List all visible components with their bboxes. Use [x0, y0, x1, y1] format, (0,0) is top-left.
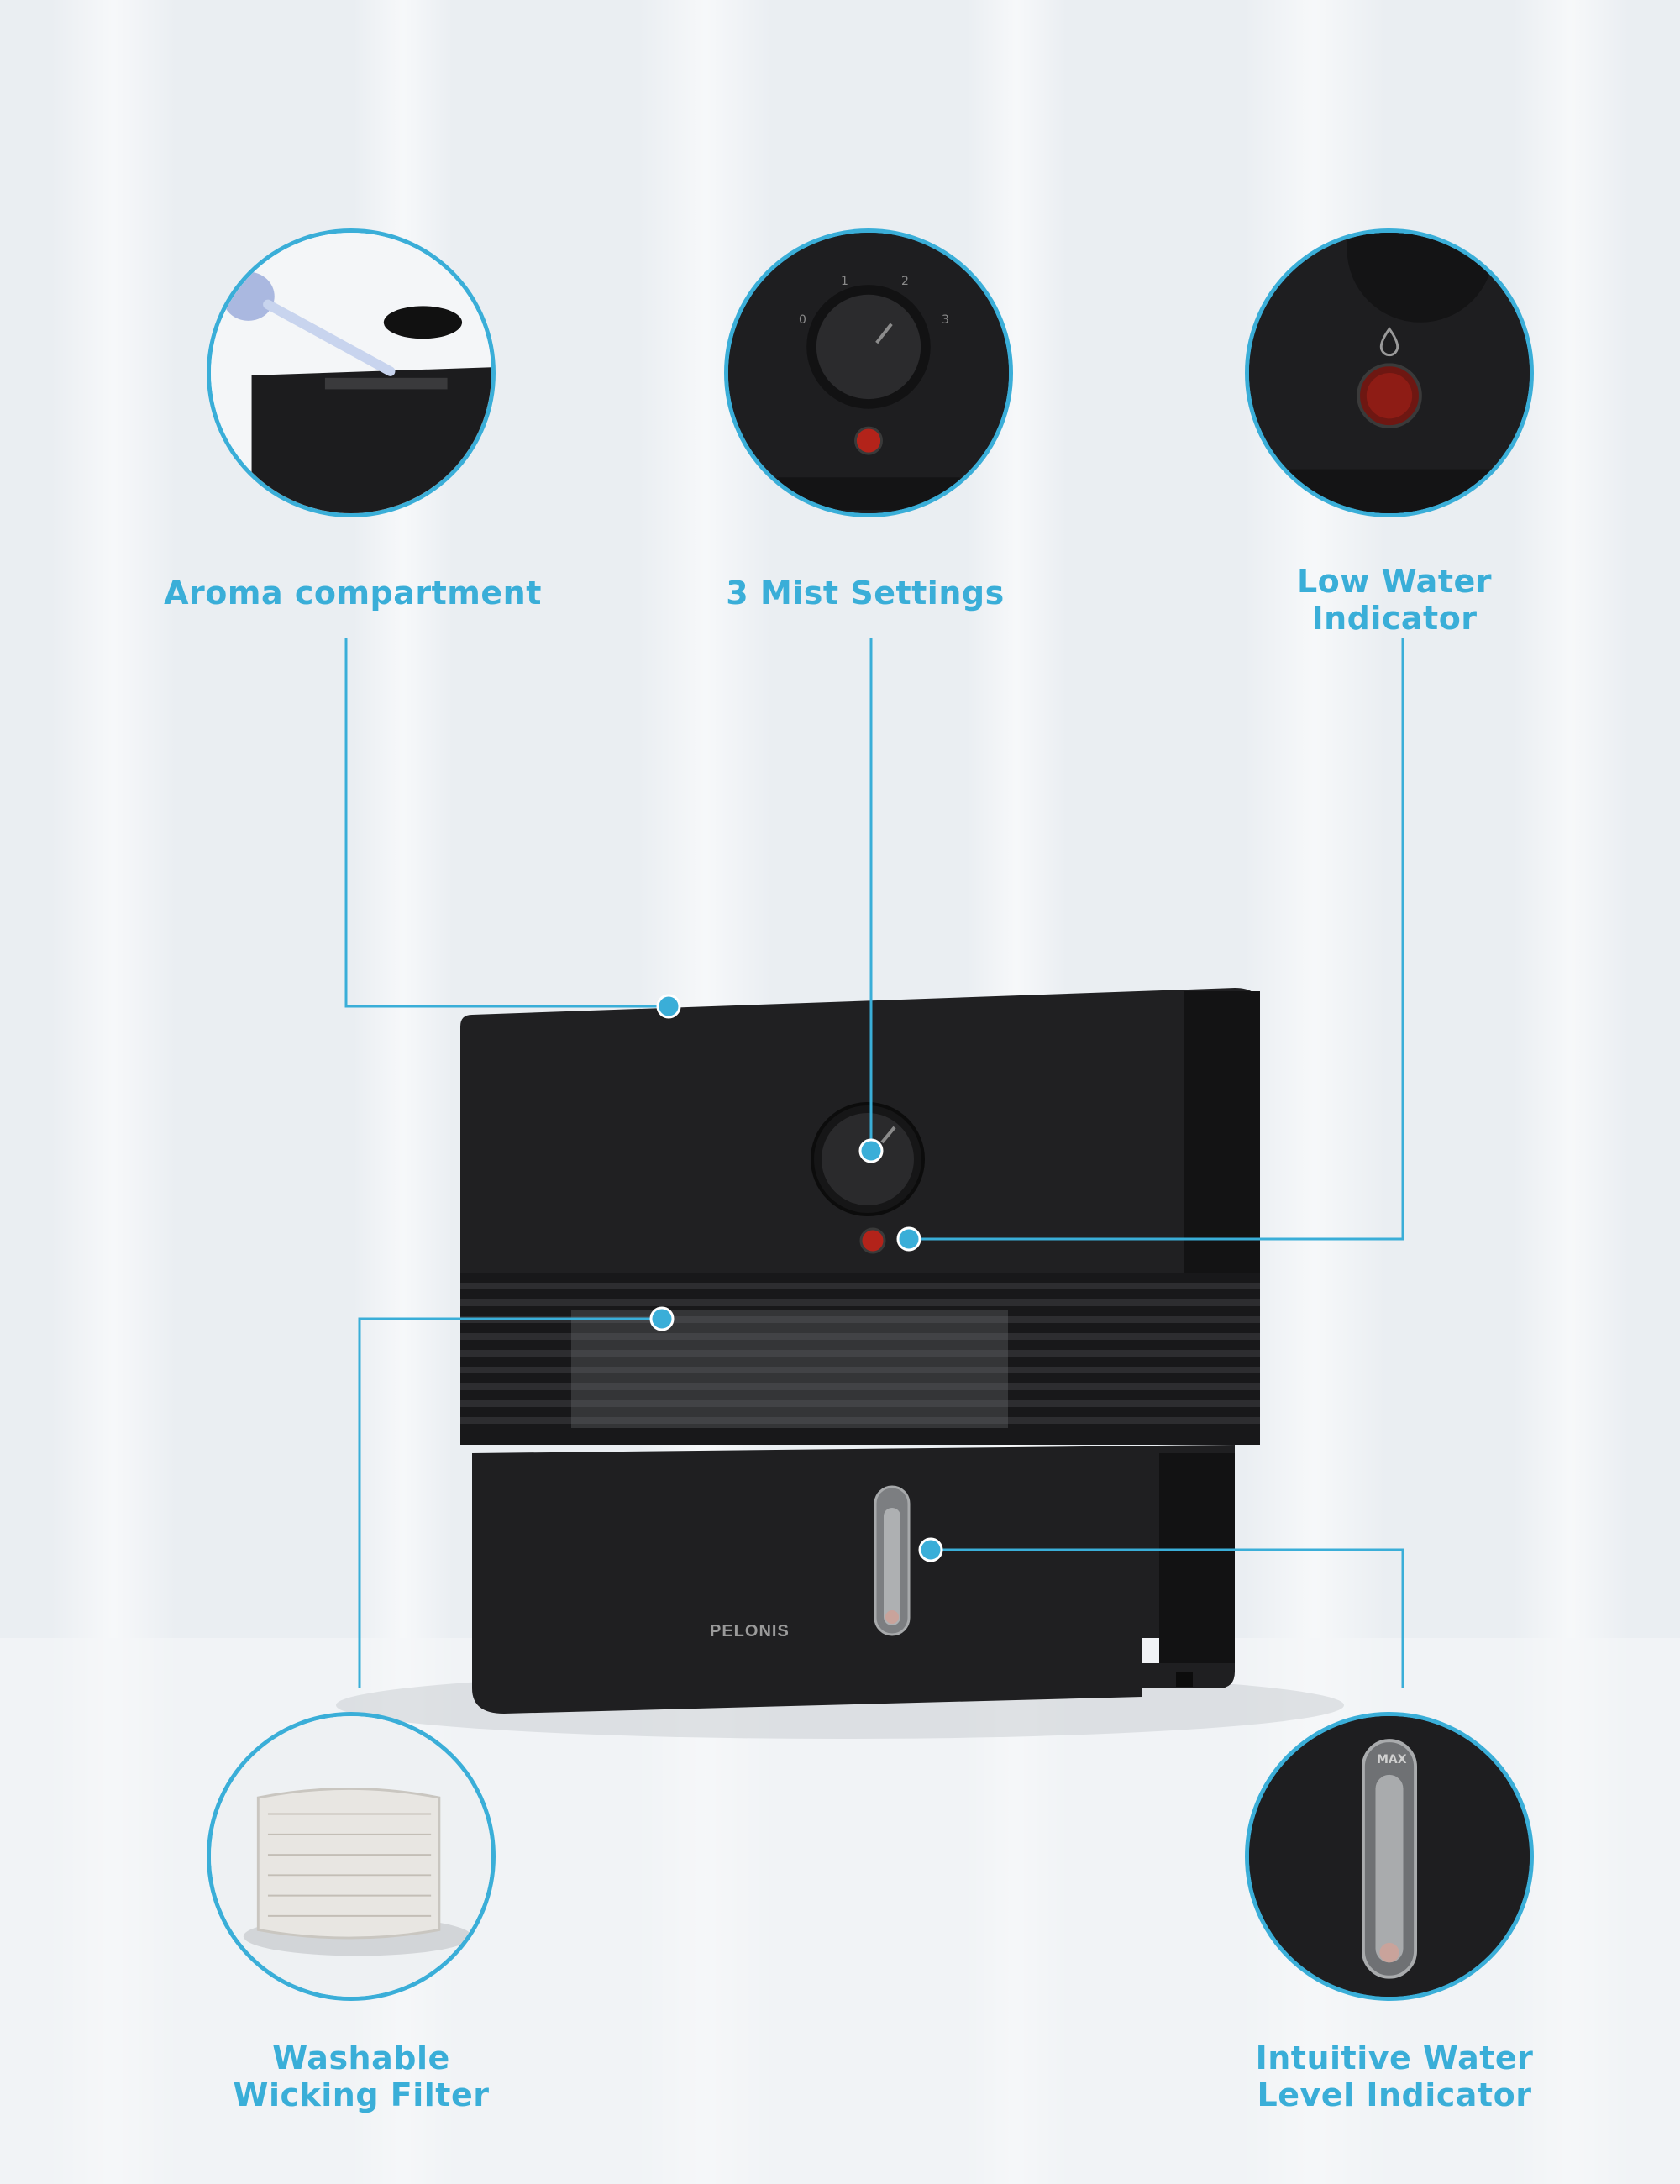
aroma-compartment-label: Aroma compartment	[164, 575, 542, 612]
mist-settings-label: 3 Mist Settings	[726, 575, 1005, 612]
aroma-dropper-icon	[211, 233, 491, 513]
dial-closeup	[728, 233, 1009, 513]
water-drop-icon	[1379, 327, 1399, 357]
level-detail-circle: MAX	[1245, 1712, 1534, 2001]
aroma-detail-circle	[207, 228, 496, 517]
dial-mark-3: 3	[942, 313, 949, 327]
dial-mark-2: 2	[901, 275, 909, 288]
low-water-detail-circle	[1245, 228, 1534, 517]
brand-logo: PELONIS	[710, 1622, 790, 1641]
dial-mark-0: 0	[799, 313, 806, 327]
water-window-closeup	[1249, 1716, 1530, 1997]
grille-slats	[460, 1283, 1260, 1424]
wicking-filter-image	[211, 1716, 491, 1997]
low-water-indicator-label: Low Water Indicator	[1296, 563, 1493, 637]
wicking-filter-label: Washable Wicking Filter	[233, 2040, 490, 2113]
mist-detail-circle: 0 1 2 3	[724, 228, 1013, 517]
water-level-indicator-label: Intuitive Water Level Indicator	[1255, 2040, 1534, 2113]
dial-mark-1: 1	[841, 275, 848, 288]
max-label: MAX	[1377, 1753, 1407, 1767]
low-water-light-closeup	[1249, 233, 1530, 513]
filter-detail-circle	[207, 1712, 496, 2001]
